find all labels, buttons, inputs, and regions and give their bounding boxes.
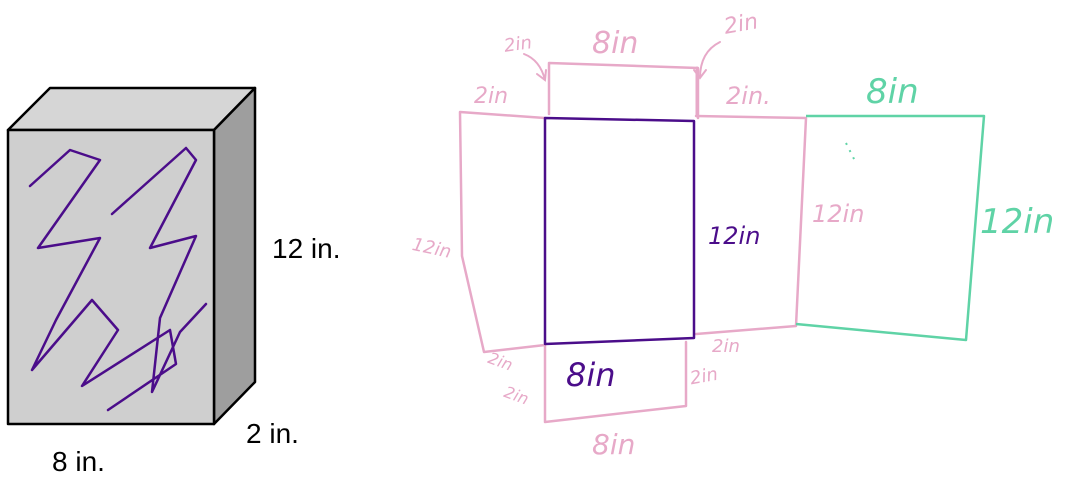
net-pink-faces <box>458 61 808 424</box>
box-depth-label: 2 in. <box>246 418 299 449</box>
left-side-panel <box>458 110 547 354</box>
box-width-label: 8 in. <box>52 446 105 477</box>
prism-top-face <box>6 86 257 132</box>
front-face-scribble <box>28 146 208 412</box>
prism-front-face <box>6 128 216 426</box>
arrows <box>523 41 721 82</box>
top-flap-width-label: 8in <box>592 26 639 61</box>
net-teal-face <box>795 114 986 342</box>
rectangular-prism <box>6 86 257 426</box>
net-center-face <box>543 116 696 346</box>
prism-side-face <box>212 86 257 426</box>
center-width-label: 8in <box>566 356 616 394</box>
right-side-panel <box>694 114 808 336</box>
arrow-top-right <box>693 41 721 80</box>
right-side-height-label: 12in <box>812 200 865 228</box>
teal-dotted-mark <box>845 142 857 164</box>
arrow-top-left <box>523 53 547 82</box>
box-height-label: 12 in. <box>272 233 341 264</box>
bottom-flap <box>543 340 688 424</box>
bottom-flap-width-label: 8in <box>592 428 636 461</box>
top-left-depth-label-b: 2in <box>474 84 509 109</box>
top-flap <box>547 61 700 120</box>
teal-width-label: 8in <box>866 72 919 112</box>
bottom-right-depth-label-a: 2in <box>712 336 740 357</box>
center-height-label: 12in <box>708 222 761 250</box>
top-left-depth-label-a: 2in <box>502 32 534 57</box>
teal-height-label: 12in <box>980 202 1055 242</box>
top-right-depth-label-b: 2in. <box>726 82 771 110</box>
